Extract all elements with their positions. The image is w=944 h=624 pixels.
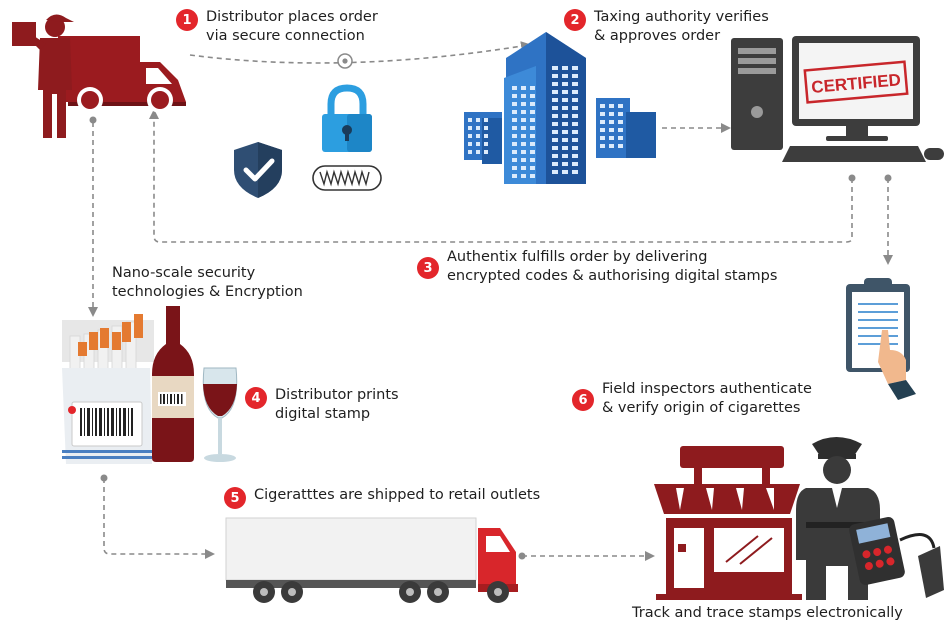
step-5: 5 Cigeratttes are shipped to retail outl… xyxy=(224,486,540,509)
step-2-badge: 2 xyxy=(564,9,586,31)
track-trace-label: Track and trace stamps electronically xyxy=(632,605,903,621)
step-1-text: Distributor places order via secure conn… xyxy=(206,8,378,46)
step-3-text: Authentix fulfills order by delivering e… xyxy=(447,248,777,286)
store-icon xyxy=(654,446,802,600)
step-2: 2 Taxing authority verifies & approves o… xyxy=(564,8,769,46)
building-icon xyxy=(464,32,656,184)
step-4: 4 Distributor prints digital stamp xyxy=(245,386,399,424)
step-3-line2: encrypted codes & authorising digital st… xyxy=(447,268,778,284)
step-3: 3 Authentix fulfills order by delivering… xyxy=(417,248,777,286)
order-node-icon xyxy=(337,53,353,69)
step-6-line2: & verify origin of cigarettes xyxy=(602,400,801,416)
step-4-line2: digital stamp xyxy=(275,406,371,422)
nano-line2: technologies & Encryption xyxy=(112,284,303,300)
step-4-text: Distributor prints digital stamp xyxy=(275,386,399,424)
step-6: 6 Field inspectors authenticate & verify… xyxy=(572,380,812,418)
step-5-text: Cigeratttes are shipped to retail outlet… xyxy=(254,486,540,505)
computer-icon: CERTIFIED xyxy=(731,36,944,162)
arrow-order xyxy=(189,41,531,64)
arrow-dots xyxy=(89,116,892,560)
step-3-line1: Authentix fulfills order by delivering xyxy=(447,249,708,265)
step-1-badge: 1 xyxy=(176,9,198,31)
step-2-line1: Taxing authority verifies xyxy=(594,9,769,25)
step-4-line1: Distributor prints xyxy=(275,387,399,403)
wine-bottle-icon xyxy=(152,306,194,462)
step-1: 1 Distributor places order via secure co… xyxy=(176,8,378,46)
step-2-text: Taxing authority verifies & approves ord… xyxy=(594,8,769,46)
cigarette-pack-icon xyxy=(62,314,154,464)
step-5-badge: 5 xyxy=(224,487,246,509)
nano-line1: Nano-scale security xyxy=(112,265,256,281)
padlock-icon xyxy=(322,84,372,152)
step-6-text: Field inspectors authenticate & verify o… xyxy=(602,380,812,418)
scanner-icon xyxy=(849,517,944,598)
arrow-products-to-truck xyxy=(103,478,215,559)
wine-glass-icon xyxy=(202,367,238,462)
truck-icon xyxy=(225,517,518,603)
step-6-badge: 6 xyxy=(572,389,594,411)
clipboard-icon xyxy=(846,278,916,400)
step-3-badge: 3 xyxy=(417,257,439,279)
step-5-line1: Cigeratttes are shipped to retail outlet… xyxy=(254,487,541,503)
step-1-line2: via secure connection xyxy=(206,28,365,44)
nano-security-label: Nano-scale security technologies & Encry… xyxy=(112,264,303,302)
step-2-line2: & approves order xyxy=(594,28,721,44)
step-4-badge: 4 xyxy=(245,387,267,409)
delivery-van-icon xyxy=(12,14,186,138)
shield-check-icon xyxy=(234,142,282,198)
encrypted-code-icon xyxy=(312,165,382,191)
step-1-line1: Distributor places order xyxy=(206,9,378,25)
step-6-line1: Field inspectors authenticate xyxy=(602,381,812,397)
